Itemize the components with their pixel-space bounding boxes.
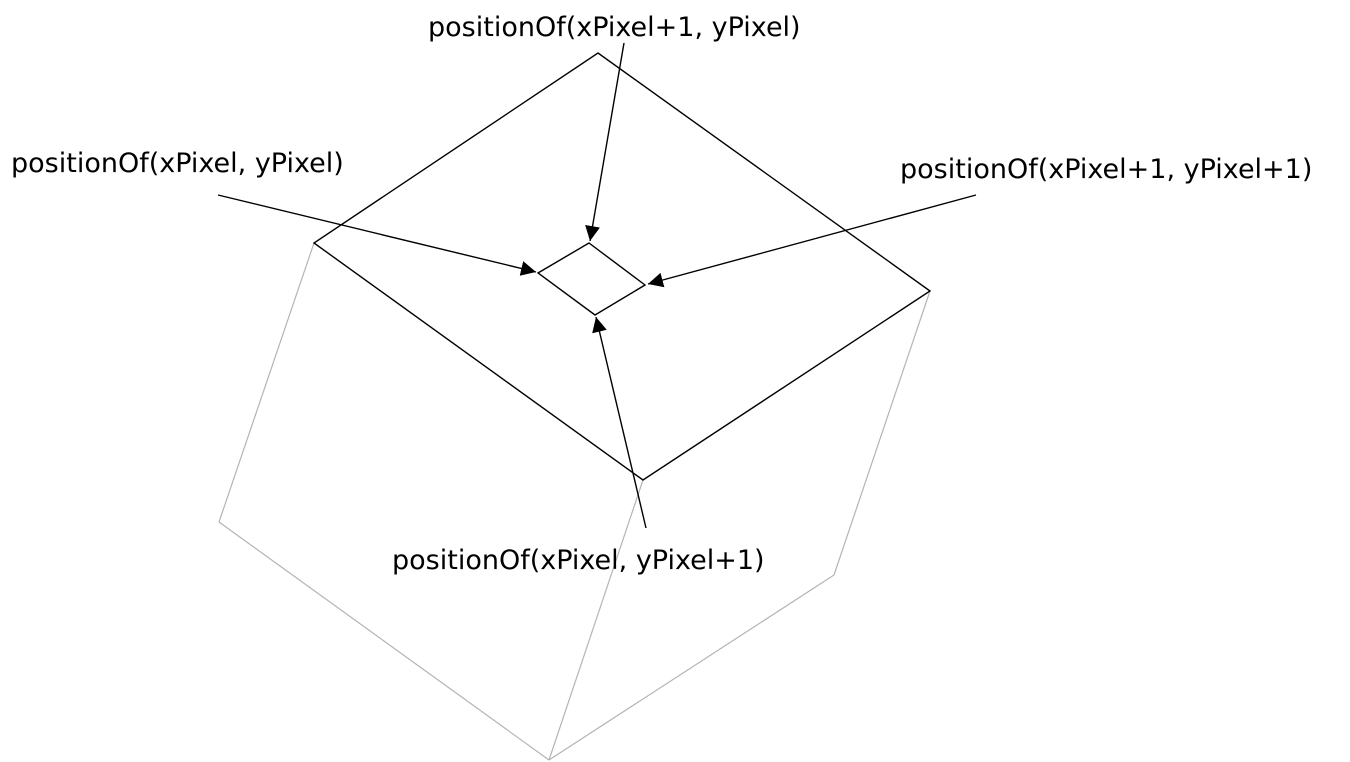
label-bottom: positionOf(xPixel, yPixel+1) bbox=[392, 545, 765, 576]
cube-edge-bottom-left bbox=[218, 521, 550, 761]
cube-edge-front-vertical bbox=[548, 479, 644, 761]
pixel-quad bbox=[536, 242, 647, 316]
cube-top-face bbox=[312, 52, 932, 481]
arrows bbox=[217, 42, 977, 529]
cube-edge-right-vertical bbox=[833, 290, 931, 576]
arrow-left bbox=[217, 194, 537, 276]
label-left: positionOf(xPixel, yPixel) bbox=[11, 148, 344, 179]
label-right: positionOf(xPixel+1, yPixel+1) bbox=[900, 154, 1312, 185]
cube-edge-left-vertical bbox=[218, 242, 315, 523]
cube-side-edges bbox=[218, 242, 931, 761]
label-top: positionOf(xPixel+1, yPixel) bbox=[428, 12, 801, 43]
arrow-right bbox=[647, 194, 977, 288]
cube-edge-bottom-right bbox=[548, 574, 835, 761]
arrow-bottom bbox=[592, 316, 647, 529]
arrow-top bbox=[585, 42, 625, 242]
